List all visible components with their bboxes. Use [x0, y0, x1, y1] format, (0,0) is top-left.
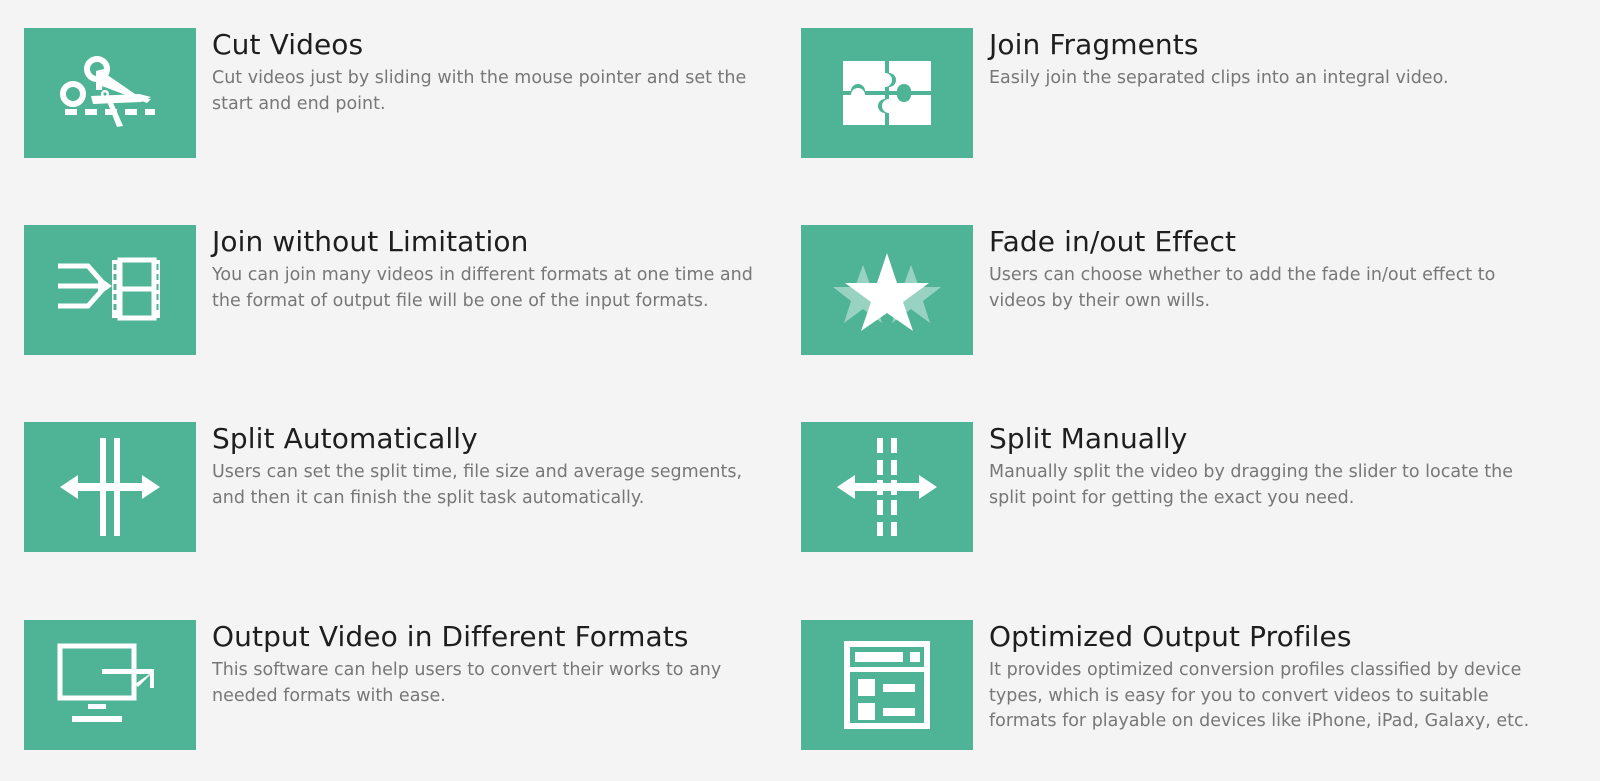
- feature-card-fade-in-out-effect: Fade in/out Effect Users can choose whet…: [801, 225, 1581, 355]
- feature-description: Cut videos just by sliding with the mous…: [212, 68, 747, 114]
- split-solid-bars-arrow-icon: [24, 422, 196, 552]
- feature-text: Join without Limitation You can join man…: [196, 225, 784, 314]
- feature-card-output-video-formats: Output Video in Different Formats This s…: [24, 620, 784, 750]
- feature-description: Manually split the video by dragging the…: [989, 462, 1514, 508]
- feature-title: Split Manually: [989, 422, 1188, 455]
- monitor-export-arrow-icon: [24, 620, 196, 750]
- feature-description: Easily join the separated clips into an …: [989, 68, 1449, 88]
- feature-title: Join Fragments: [989, 28, 1199, 61]
- split-dashed-bars-arrow-icon: [801, 422, 973, 552]
- feature-title: Optimized Output Profiles: [989, 620, 1352, 653]
- scissors-cut-icon: [24, 28, 196, 158]
- feature-card-split-automatically: Split Automatically Users can set the sp…: [24, 422, 784, 552]
- puzzle-pieces-icon: [801, 28, 973, 158]
- feature-description: This software can help users to convert …: [212, 660, 722, 706]
- feature-text: Split Automatically Users can set the sp…: [196, 422, 784, 511]
- feature-card-join-fragments: Join Fragments Easily join the separated…: [801, 28, 1581, 158]
- feature-title: Output Video in Different Formats: [212, 620, 689, 653]
- feature-text: Output Video in Different Formats This s…: [196, 620, 784, 709]
- feature-description: It provides optimized conversion profile…: [989, 660, 1530, 731]
- feature-text: Split Manually Manually split the video …: [973, 422, 1581, 511]
- feature-card-split-manually: Split Manually Manually split the video …: [801, 422, 1581, 552]
- feature-text: Join Fragments Easily join the separated…: [973, 28, 1581, 92]
- feature-description: Users can choose whether to add the fade…: [989, 265, 1496, 311]
- feature-card-cut-videos: Cut Videos Cut videos just by sliding wi…: [24, 28, 784, 158]
- filmstrip-merge-icon: [24, 225, 196, 355]
- feature-text: Cut Videos Cut videos just by sliding wi…: [196, 28, 784, 117]
- feature-card-optimized-output-profiles: Optimized Output Profiles It provides op…: [801, 620, 1581, 750]
- feature-title: Fade in/out Effect: [989, 225, 1237, 258]
- feature-card-join-without-limitation: Join without Limitation You can join man…: [24, 225, 784, 355]
- three-stars-fade-icon: [801, 225, 973, 355]
- feature-description: You can join many videos in different fo…: [212, 265, 753, 311]
- window-profile-list-icon: [801, 620, 973, 750]
- feature-title: Cut Videos: [212, 28, 364, 61]
- feature-text: Optimized Output Profiles It provides op…: [973, 620, 1581, 735]
- feature-title: Split Automatically: [212, 422, 478, 455]
- feature-description: Users can set the split time, file size …: [212, 462, 743, 508]
- feature-text: Fade in/out Effect Users can choose whet…: [973, 225, 1581, 314]
- feature-title: Join without Limitation: [212, 225, 529, 258]
